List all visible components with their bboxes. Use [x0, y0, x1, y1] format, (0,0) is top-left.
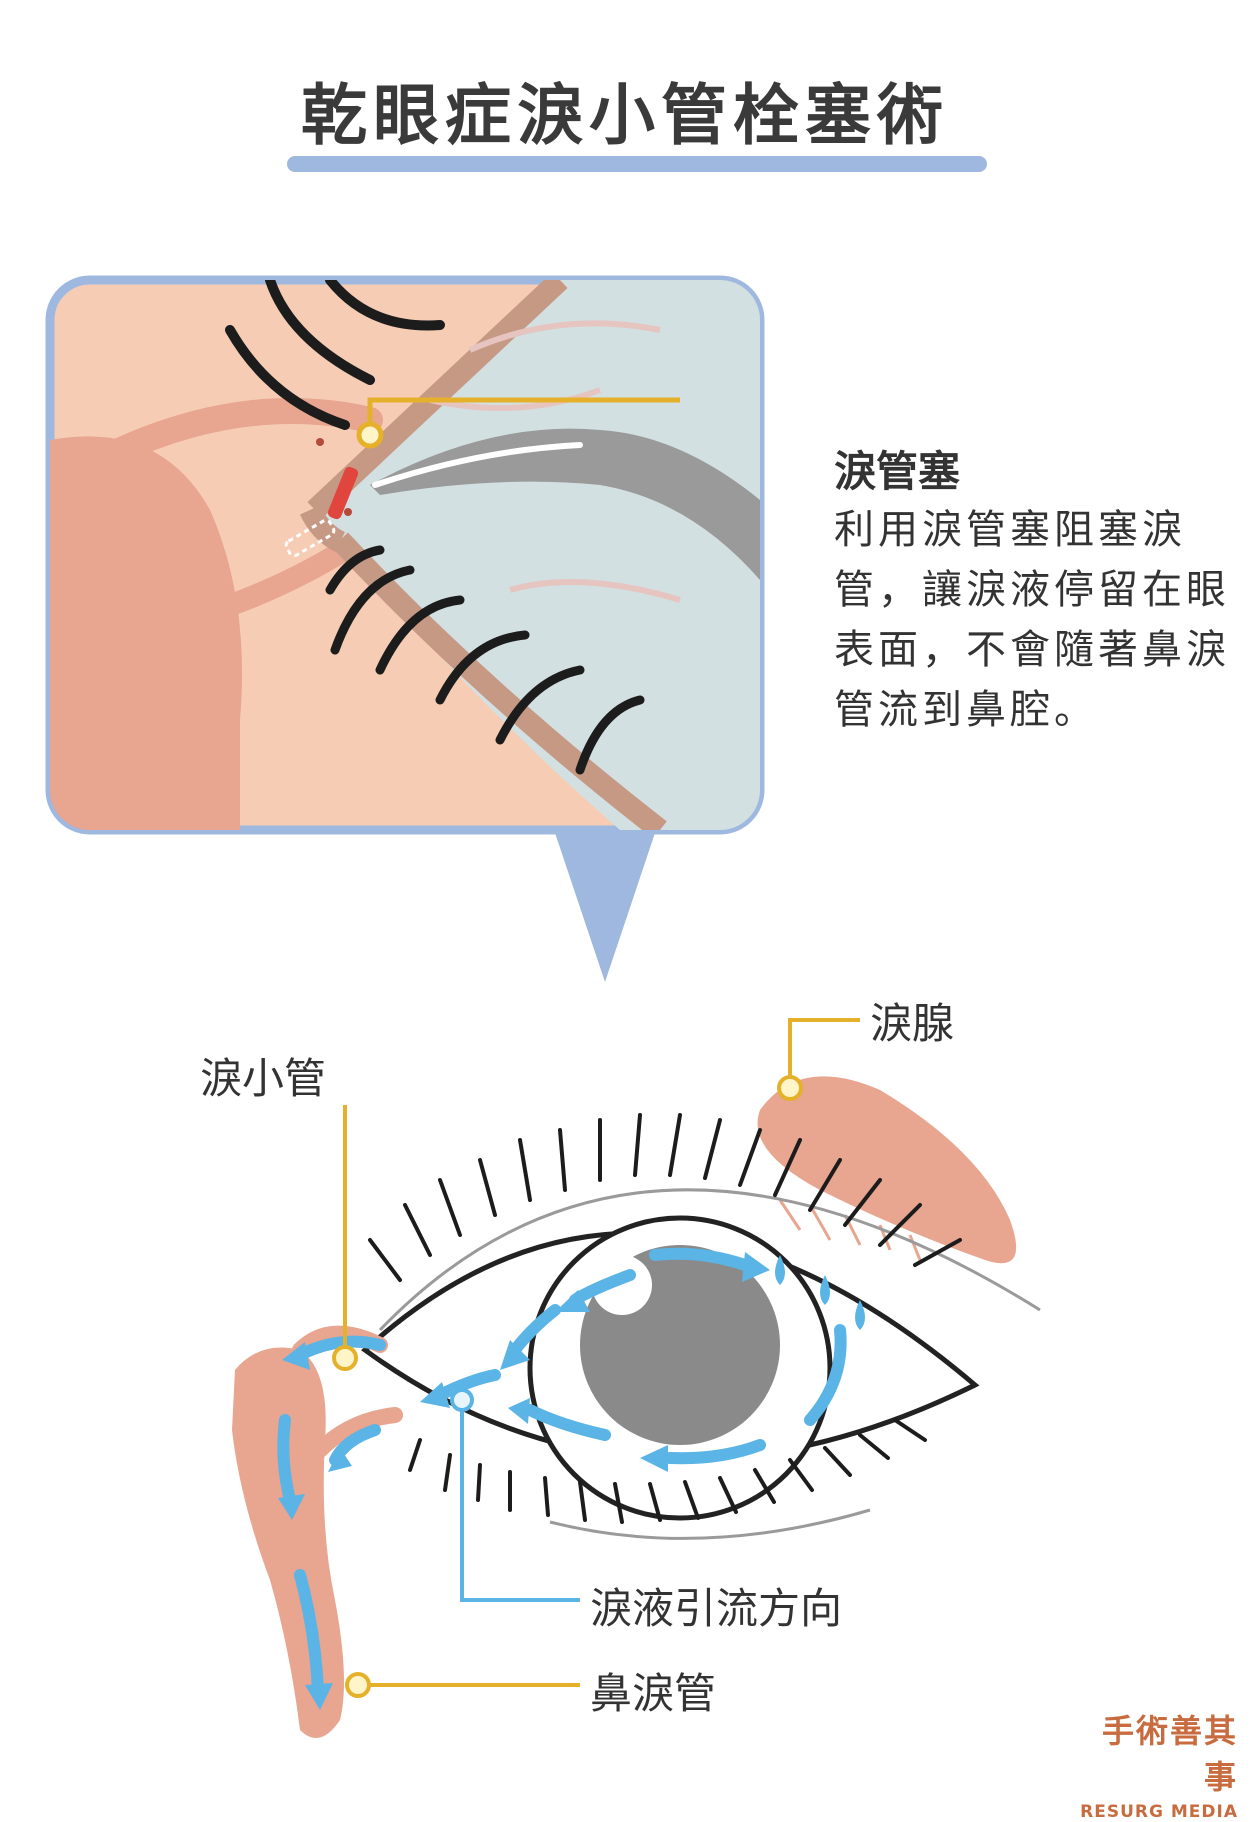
closeup-illustration	[45, 275, 765, 982]
logo-en: RESURG MEDIA	[1080, 1802, 1238, 1822]
lacrimal-gland	[757, 1076, 1017, 1264]
plug-description: 利用淚管塞阻塞淚管，讓淚液停留在眼表面，不會隨著鼻淚管流到鼻腔。	[834, 507, 1230, 733]
page-title: 乾眼症淚小管栓塞術	[301, 77, 949, 154]
nasolacrimal-duct-label: 鼻淚管	[590, 1669, 717, 1718]
callout-pointer	[550, 818, 660, 982]
logo-zh: 手術善其事	[1101, 1712, 1238, 1796]
tear-flow-label: 淚液引流方向	[590, 1584, 843, 1633]
punctal-plug	[327, 466, 359, 520]
eye-anatomy-illustration	[232, 1018, 1041, 1738]
resurg-logo: 手術善其事 RESURG MEDIA	[1078, 1706, 1238, 1822]
plug-label: 淚管塞	[834, 447, 961, 496]
lacrimal-gland-label: 淚腺	[870, 999, 955, 1048]
title-underline	[287, 156, 987, 172]
canaliculus-label: 淚小管	[200, 1054, 327, 1103]
nasolacrimal-duct	[232, 1347, 344, 1738]
